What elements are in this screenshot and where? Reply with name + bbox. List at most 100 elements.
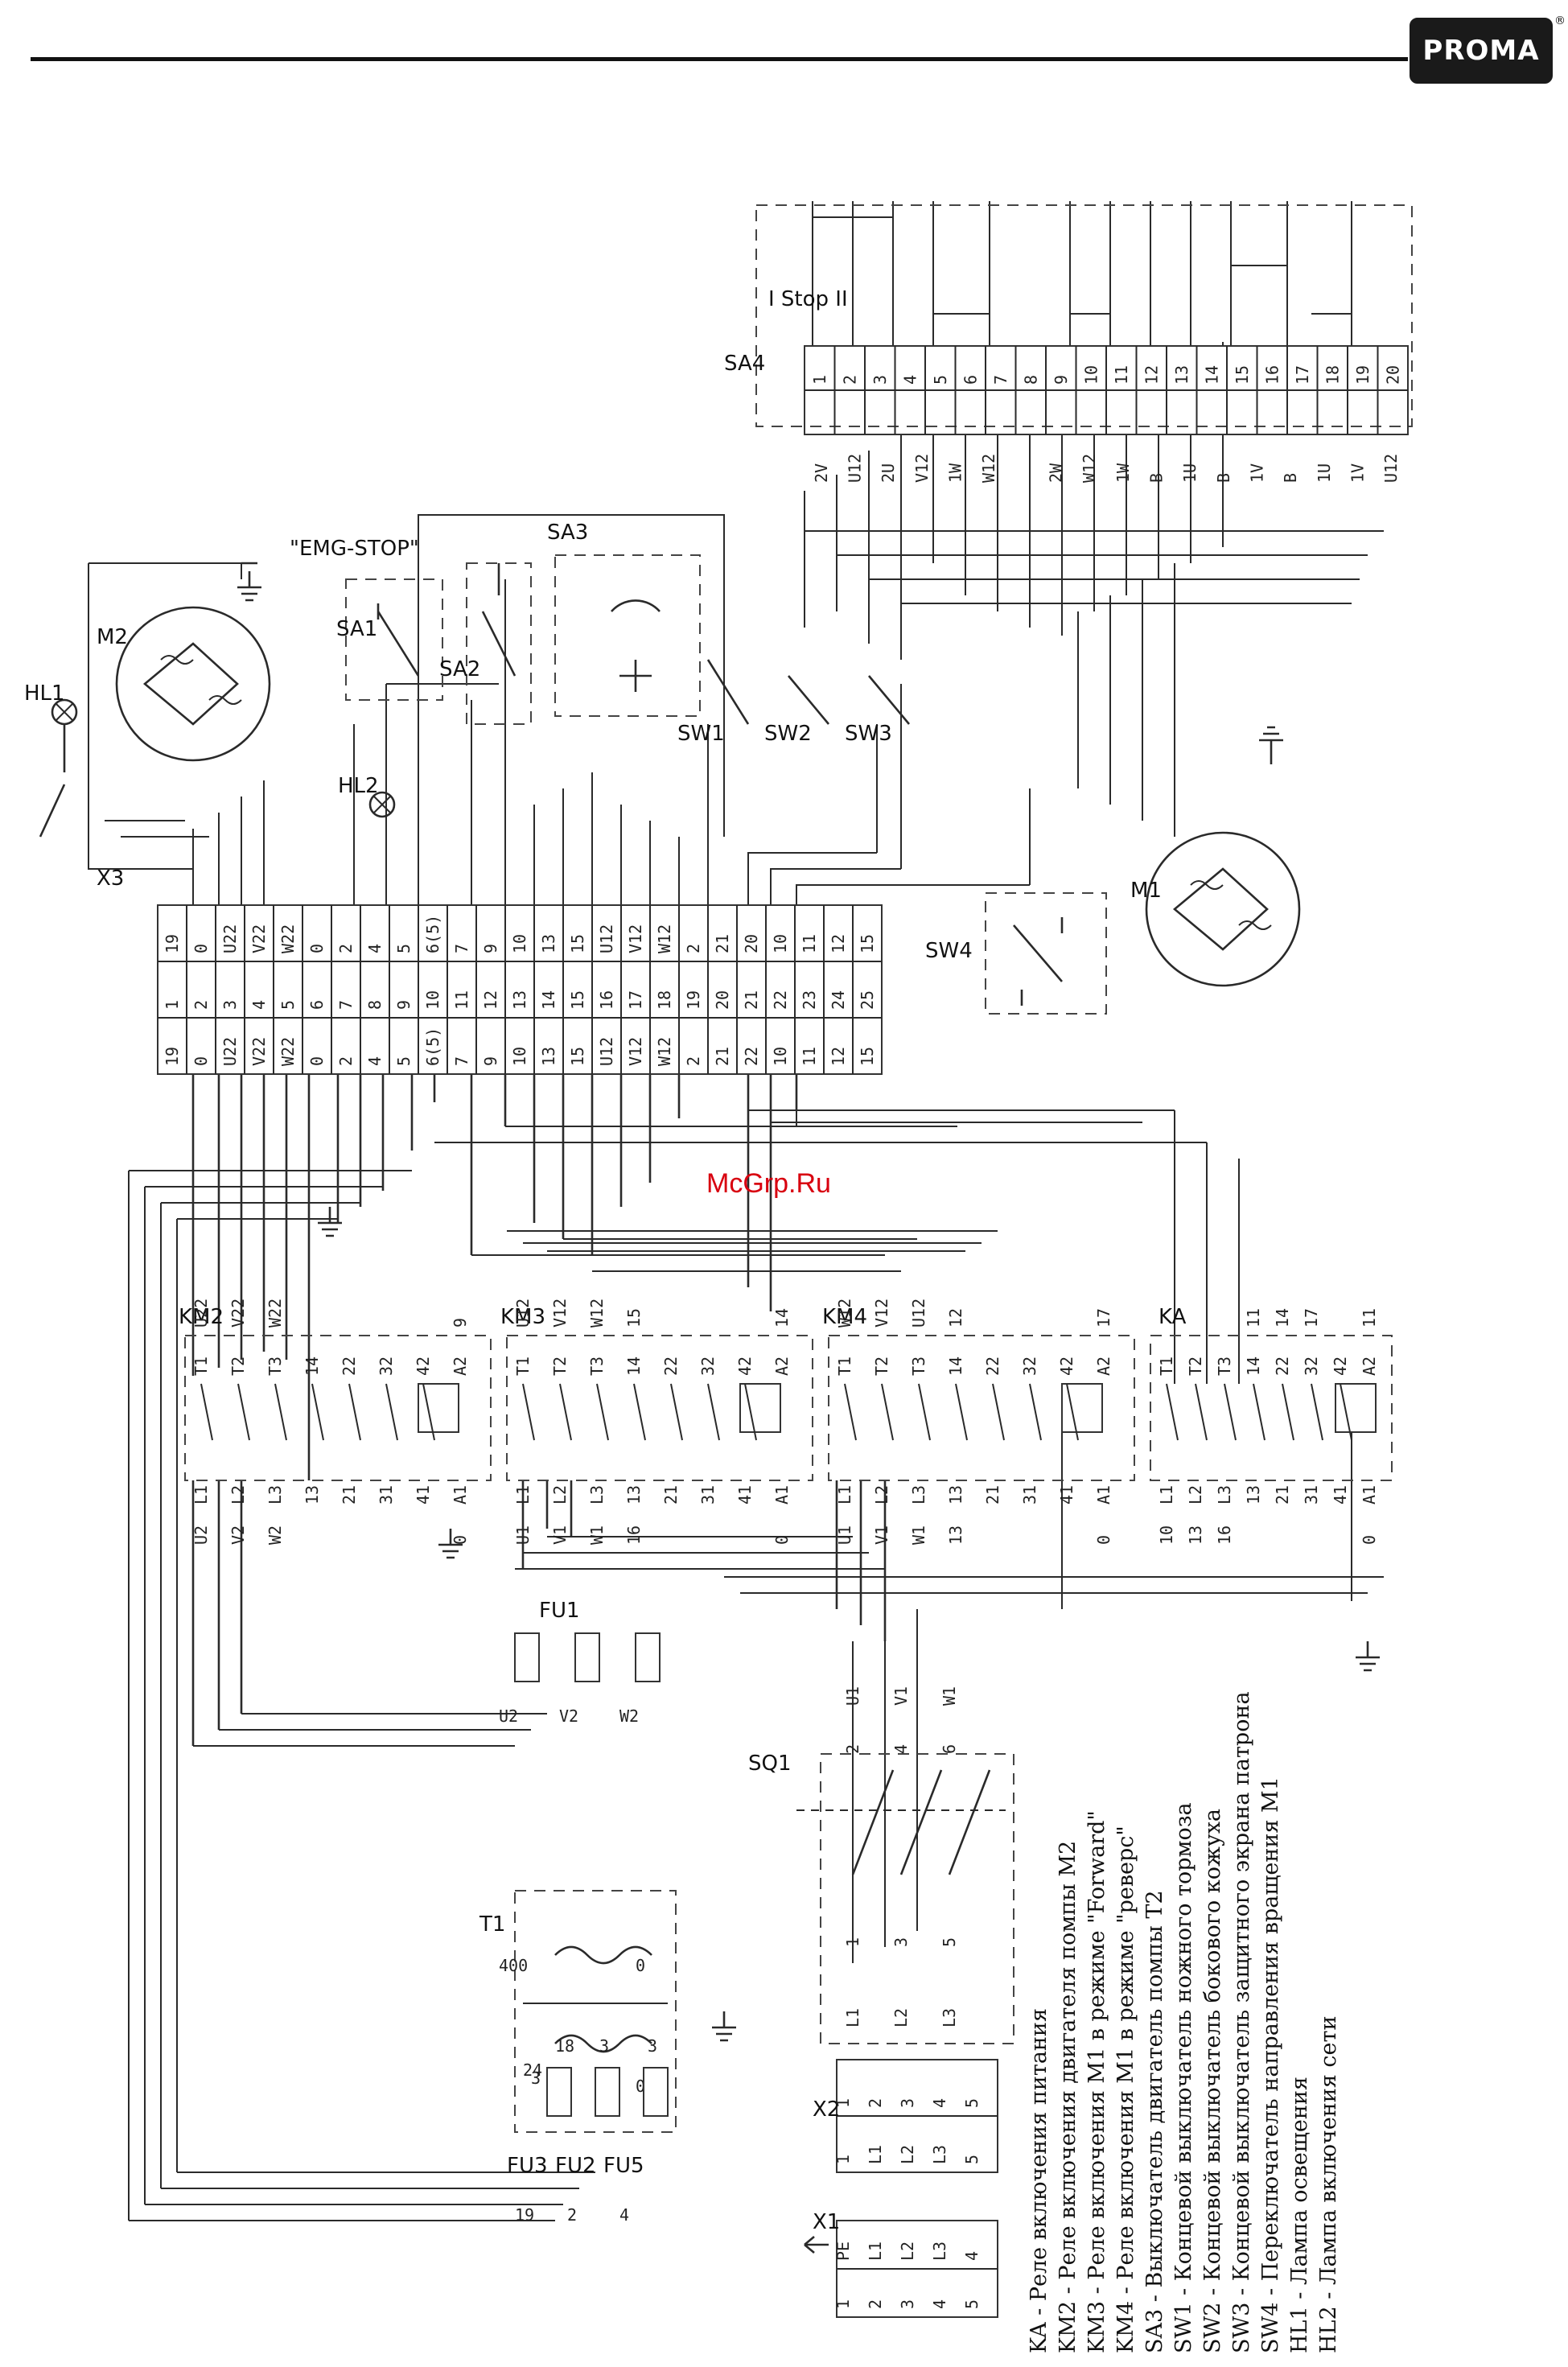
x1-right-label: 1 [833, 2299, 853, 2309]
x3-outer-label: U22 [220, 924, 240, 953]
x3-number-label: 7 [336, 1000, 356, 1010]
x2-left-label: 5 [962, 2098, 982, 2108]
x3-number-label: 22 [771, 990, 790, 1010]
x3-number-label: 12 [481, 990, 500, 1010]
sa4-wire-label: 1W [946, 463, 965, 483]
sa4-number-label: 8 [1021, 375, 1040, 385]
sa1-note: "EMG-STOP" [290, 537, 419, 561]
sa4-number-label: 14 [1202, 365, 1221, 385]
km2-top-terminal: T1 [191, 1356, 211, 1376]
km4-top-terminal: T1 [835, 1356, 854, 1376]
sa4-number-label: 13 [1172, 365, 1191, 385]
ka-top-terminal: T2 [1186, 1356, 1205, 1376]
km4-contact [992, 1383, 1005, 1441]
km2-contact [385, 1383, 398, 1441]
sa4-wire-label: V12 [912, 454, 932, 483]
m1-label: M1 [1130, 879, 1162, 903]
x3-number-label: 13 [510, 990, 529, 1010]
km4-top-terminal: 42 [1057, 1356, 1076, 1376]
km4-bottom-terminal: L3 [909, 1485, 928, 1505]
x3-outer-label: V22 [249, 924, 269, 953]
km2-top-wire: U22 [191, 1299, 211, 1328]
ka-bottom-wire: 16 [1215, 1525, 1234, 1545]
ka-contact [1166, 1383, 1179, 1441]
x3-number-label: 3 [220, 1000, 240, 1010]
x3-outer-label: 9 [481, 944, 500, 953]
km4-label: KM4 [822, 1305, 867, 1329]
x3-inner-label: 9 [481, 1056, 500, 1066]
km2-contact [237, 1383, 250, 1441]
limit-switches: SW1 SW2 SW3 [677, 659, 910, 746]
x3-number-label: 20 [713, 990, 732, 1010]
x1-left-label: 4 [962, 2251, 982, 2261]
ka-bottom-terminal: L3 [1215, 1485, 1234, 1505]
fu2-label: FU2 [555, 2154, 596, 2178]
km4-top-wire: 17 [1094, 1308, 1113, 1328]
terminal-block-x3 [157, 904, 883, 1075]
x3-inner-label: 7 [452, 1056, 471, 1066]
x1-left-label: L3 [930, 2241, 949, 2261]
fu2-out-label: 3 [599, 2036, 609, 2056]
x3-outer-label: W22 [278, 924, 298, 953]
x3-inner-label: 22 [742, 1047, 761, 1066]
km2-bottom-terminal: L2 [228, 1485, 248, 1505]
km2-contact [348, 1383, 361, 1441]
fu3-label: FU3 [507, 2154, 548, 2178]
x3-number-label: 16 [597, 990, 616, 1010]
sa4-number-label: 3 [870, 375, 890, 385]
ka-contact [1253, 1383, 1266, 1441]
km2-top-wire: 9 [451, 1318, 470, 1328]
x3-outer-label: 21 [713, 934, 732, 953]
km3-bottom-terminal: L1 [513, 1485, 533, 1505]
x2-right-label: 1 [833, 2155, 853, 2164]
x3-outer-label: 0 [307, 944, 327, 953]
sa4-number-label: 7 [991, 375, 1010, 385]
km2-top-wire: V22 [228, 1299, 248, 1328]
sa4-number-label: 4 [900, 375, 920, 385]
brand-logo-text: PROMA [1422, 35, 1540, 67]
legend-entry: HL1 - Лампа освещения [1287, 2077, 1312, 2353]
legend-entry: SA3 - Выключатель двигатель помпы T2 [1142, 1890, 1167, 2353]
ka-bottom-wire: 10 [1157, 1525, 1176, 1545]
hl2-label: HL2 [338, 774, 379, 798]
km3-contact [559, 1383, 572, 1441]
km2-contact [274, 1383, 287, 1441]
t1-secondary-label: 24 [523, 2060, 542, 2080]
km3-bottom-terminal: 41 [735, 1485, 755, 1505]
fu5-label: FU5 [603, 2154, 644, 2178]
ka-contact [1195, 1383, 1208, 1441]
km4-top-wire: 12 [946, 1308, 965, 1328]
header-rule [31, 57, 1408, 61]
transformer-t1: T1 400 24 0 0 [479, 1890, 677, 2133]
x3-inner-label: V12 [626, 1037, 645, 1066]
ka-top-terminal: 32 [1302, 1356, 1321, 1376]
ka-contact [1224, 1383, 1237, 1441]
km3-bottom-wire: 16 [624, 1525, 644, 1545]
sq1-label: SQ1 [748, 1752, 792, 1776]
km2-top-terminal: 22 [340, 1356, 359, 1376]
ka-bottom-terminal: 13 [1244, 1485, 1263, 1505]
x3-outer-label: 7 [452, 944, 471, 953]
km4-top-terminal: 14 [946, 1356, 965, 1376]
legend-entry: KM2 - Реле включения двигателя помпы M2 [1056, 1841, 1080, 2353]
sa4-wire-label: W12 [979, 454, 998, 483]
km2-top-terminal: 32 [377, 1356, 396, 1376]
ka-coil [1335, 1383, 1377, 1433]
x3-inner-label: U22 [220, 1037, 240, 1066]
sq1-terminal-label: L1 [843, 2008, 862, 2027]
x3-number-label: 25 [858, 990, 877, 1010]
ka-bottom-wire: 13 [1186, 1525, 1205, 1545]
x3-number-label: 14 [539, 990, 558, 1010]
km4-contact [1066, 1383, 1079, 1441]
sa4-number-label: 15 [1233, 365, 1252, 385]
fu1-v-label: V2 [559, 1706, 578, 1726]
x3-number-label: 24 [829, 990, 848, 1010]
sw3-label: SW3 [845, 722, 892, 746]
x3-number-label: 23 [800, 990, 819, 1010]
km2-bottom-terminal: 31 [377, 1485, 396, 1505]
x3-outer-label: 0 [191, 944, 211, 953]
